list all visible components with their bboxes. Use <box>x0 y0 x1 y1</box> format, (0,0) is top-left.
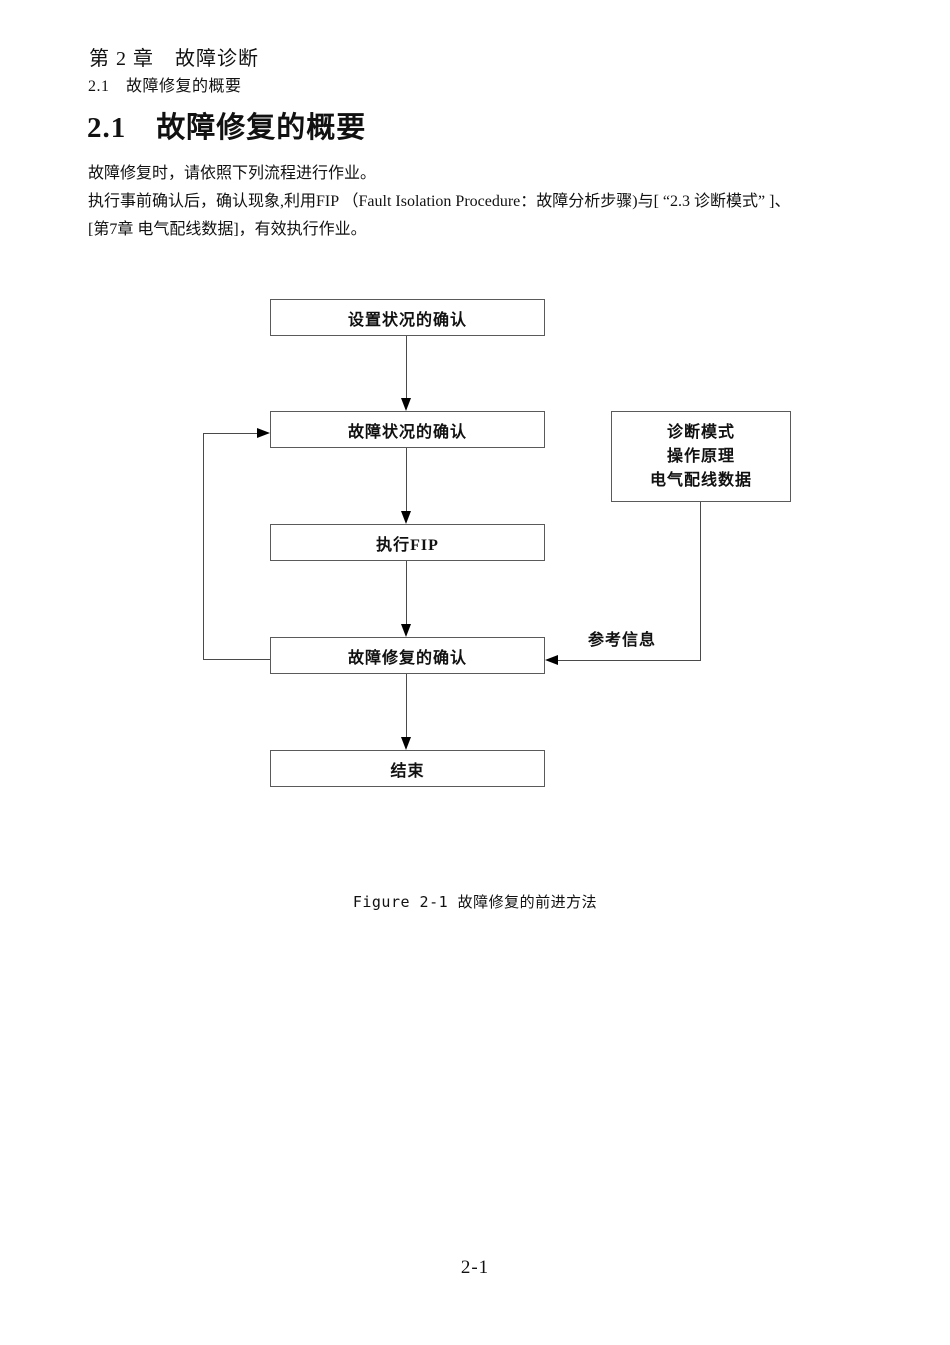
arrowhead-right-icon <box>257 428 270 438</box>
connector-line <box>203 433 257 434</box>
flow-node-execute-fip: 执行FIP <box>270 524 545 561</box>
arrowhead-down-icon <box>401 511 411 524</box>
flow-node-label: 故障修复的确认 <box>347 649 467 667</box>
arrowhead-down-icon <box>401 737 411 750</box>
reference-box-line: 诊断模式 <box>666 423 735 441</box>
arrowhead-left-icon <box>545 655 558 665</box>
page-title: 2.1 故障修复的概要 <box>87 112 367 144</box>
section-breadcrumb: 2.1 故障修复的概要 <box>88 78 242 95</box>
flow-node-label: 结束 <box>390 762 425 780</box>
connector-line <box>406 448 407 511</box>
connector-line <box>203 433 204 660</box>
connector-line <box>700 502 701 660</box>
chapter-header: 第 2 章 故障诊断 <box>89 48 259 70</box>
arrowhead-down-icon <box>401 398 411 411</box>
flow-node-fault-status-check: 故障状况的确认 <box>270 411 545 448</box>
flow-node-repair-confirm: 故障修复的确认 <box>270 637 545 674</box>
flow-node-reference-info: 诊断模式 操作原理 电气配线数据 <box>611 411 791 502</box>
connector-line <box>406 561 407 624</box>
flow-node-label: 执行FIP <box>376 536 439 554</box>
flow-node-end: 结束 <box>270 750 545 787</box>
connector-line <box>203 659 270 660</box>
flow-node-setup-check: 设置状况的确认 <box>270 299 545 336</box>
intro-line: 故障修复时，请依照下列流程进行作业。 <box>88 165 377 182</box>
figure-caption: Figure 2-1 故障修复的前进方法 <box>352 893 598 911</box>
flow-node-label: 设置状况的确认 <box>347 311 467 329</box>
reference-arrow-label: 参考信息 <box>588 632 657 649</box>
flow-node-label: 故障状况的确认 <box>347 423 467 441</box>
arrowhead-down-icon <box>401 624 411 637</box>
connector-line <box>406 674 407 737</box>
intro-line: 执行事前确认后，确认现象,利用FIP （Fault Isolation Proc… <box>88 193 791 210</box>
intro-line: [第7章 电气配线数据]，有效执行作业。 <box>88 221 367 238</box>
connector-line <box>558 660 701 661</box>
page-number: 2-1 <box>460 1257 490 1278</box>
intro-paragraph: 故障修复时，请依照下列流程进行作业。 执行事前确认后，确认现象,利用FIP （F… <box>88 160 918 244</box>
connector-line <box>406 336 407 398</box>
reference-box-line: 操作原理 <box>666 447 735 465</box>
reference-box-line: 电气配线数据 <box>649 471 752 489</box>
